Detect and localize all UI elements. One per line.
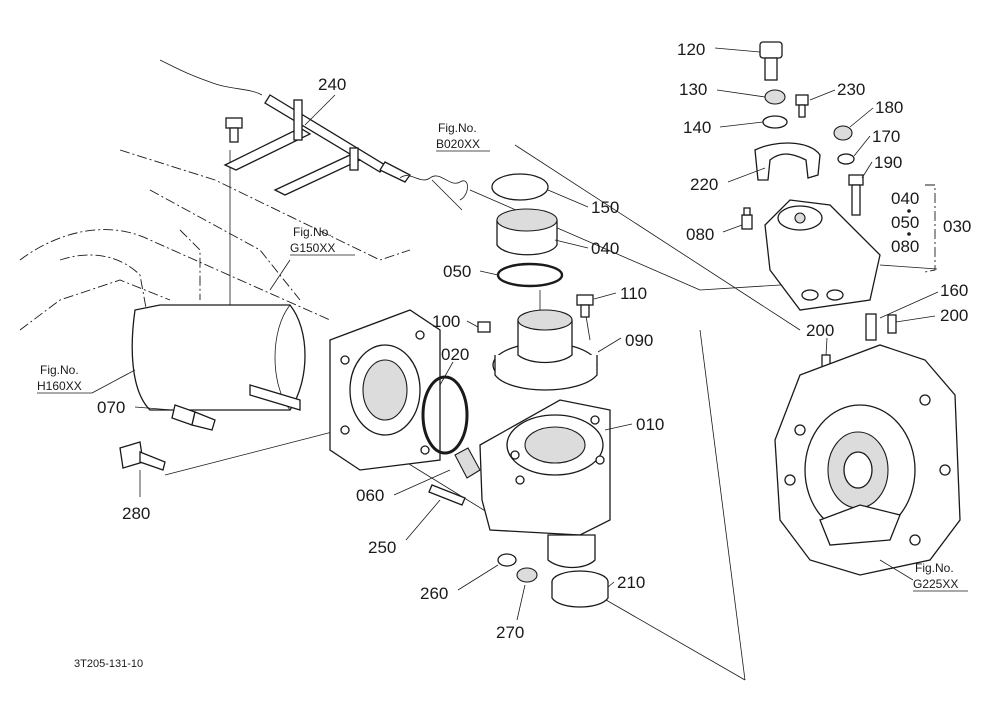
part-080-fitting: [741, 207, 753, 230]
label-080: 080: [686, 225, 714, 244]
part-020-oring: [421, 375, 469, 455]
label-220: 220: [690, 175, 718, 194]
part-190-bolt: [848, 174, 864, 216]
label-280: 280: [122, 504, 150, 523]
label-050: 050: [443, 262, 471, 281]
label-110: 110: [620, 284, 647, 303]
part-140-washer: [762, 115, 788, 129]
part-210-seal: [551, 570, 609, 608]
part-120-pin: [759, 41, 783, 81]
part-280-bolt: [119, 441, 166, 471]
part-bolt-top: [225, 117, 243, 143]
label-200-right: 200: [940, 306, 968, 325]
part-170-washer: [837, 153, 855, 165]
label-230: 230: [837, 80, 865, 99]
part-010-housing: [479, 399, 611, 569]
label-100: 100: [432, 312, 460, 331]
label-130: 130: [679, 80, 707, 99]
assembly-lines: [164, 144, 861, 681]
fig-ref-g150: Fig.No. G150XX: [269, 225, 355, 291]
label-070: 070: [97, 398, 125, 417]
label-160: 160: [940, 281, 968, 300]
label-060: 060: [356, 486, 384, 505]
label-leaders: [134, 47, 939, 621]
part-050-ring: [496, 262, 564, 288]
part-060-bushing: [454, 447, 481, 479]
label-200-left: 200: [806, 321, 834, 340]
label-010: 010: [636, 415, 664, 434]
part-housing-left: [131, 304, 441, 471]
label-190: 190: [874, 153, 902, 172]
svg-text:B020XX: B020XX: [436, 137, 480, 151]
svg-text:G150XX: G150XX: [290, 241, 335, 255]
part-090-flange: [492, 309, 598, 391]
group-item-040: 040: [891, 189, 919, 208]
label-210: 210: [617, 573, 645, 592]
svg-text:Fig.No.: Fig.No.: [438, 121, 477, 135]
part-150-cap: [491, 173, 549, 201]
label-260: 260: [420, 584, 448, 603]
label-040: 040: [591, 239, 619, 258]
svg-text:G225XX: G225XX: [913, 577, 958, 591]
label-090: 090: [625, 331, 653, 350]
label-270: 270: [496, 623, 524, 642]
part-040-bushing: [496, 208, 558, 256]
svg-text:H160XX: H160XX: [37, 379, 82, 393]
drawing-code: 3T205-131-10: [74, 658, 143, 670]
part-110-bolt: [576, 294, 594, 318]
label-020: 020: [441, 345, 469, 364]
part-030-housing: [764, 199, 881, 311]
tractor-body-outline: [19, 59, 411, 331]
label-240: 240: [318, 75, 346, 94]
svg-text:Fig.No.: Fig.No.: [293, 225, 332, 239]
part-070-fitting: [171, 404, 216, 431]
part-270-nut: [516, 567, 538, 583]
part-180-nut: [833, 125, 853, 141]
group-item-050: 050: [891, 213, 919, 232]
label-140: 140: [683, 118, 711, 137]
part-260-washer: [497, 553, 517, 567]
fig-ref-h160: Fig.No. H160XX: [37, 363, 136, 394]
svg-text:Fig.No.: Fig.No.: [40, 363, 79, 377]
label-250: 250: [368, 538, 396, 557]
part-230-bolt: [795, 94, 809, 118]
part-100-plug: [477, 321, 491, 333]
group-item-080: 080: [891, 237, 919, 256]
label-180: 180: [875, 98, 903, 117]
fig-ref-g225: Fig.No. G225XX: [879, 559, 968, 592]
part-housing-right: [774, 344, 961, 576]
group-bracket: [907, 184, 936, 273]
part-160-stud: [865, 313, 877, 341]
part-220-cover: [754, 142, 821, 181]
part-130-bushing: [764, 89, 786, 105]
label-120: 120: [677, 40, 705, 59]
fig-ref-b020: Fig.No. B020XX: [436, 121, 490, 152]
label-150: 150: [591, 198, 619, 217]
part-250-stud: [428, 484, 466, 506]
part-240-bracket: [223, 94, 468, 211]
svg-text:Fig.No.: Fig.No.: [915, 561, 954, 575]
label-170: 170: [872, 127, 900, 146]
group-assembly-030: 030: [943, 217, 971, 236]
